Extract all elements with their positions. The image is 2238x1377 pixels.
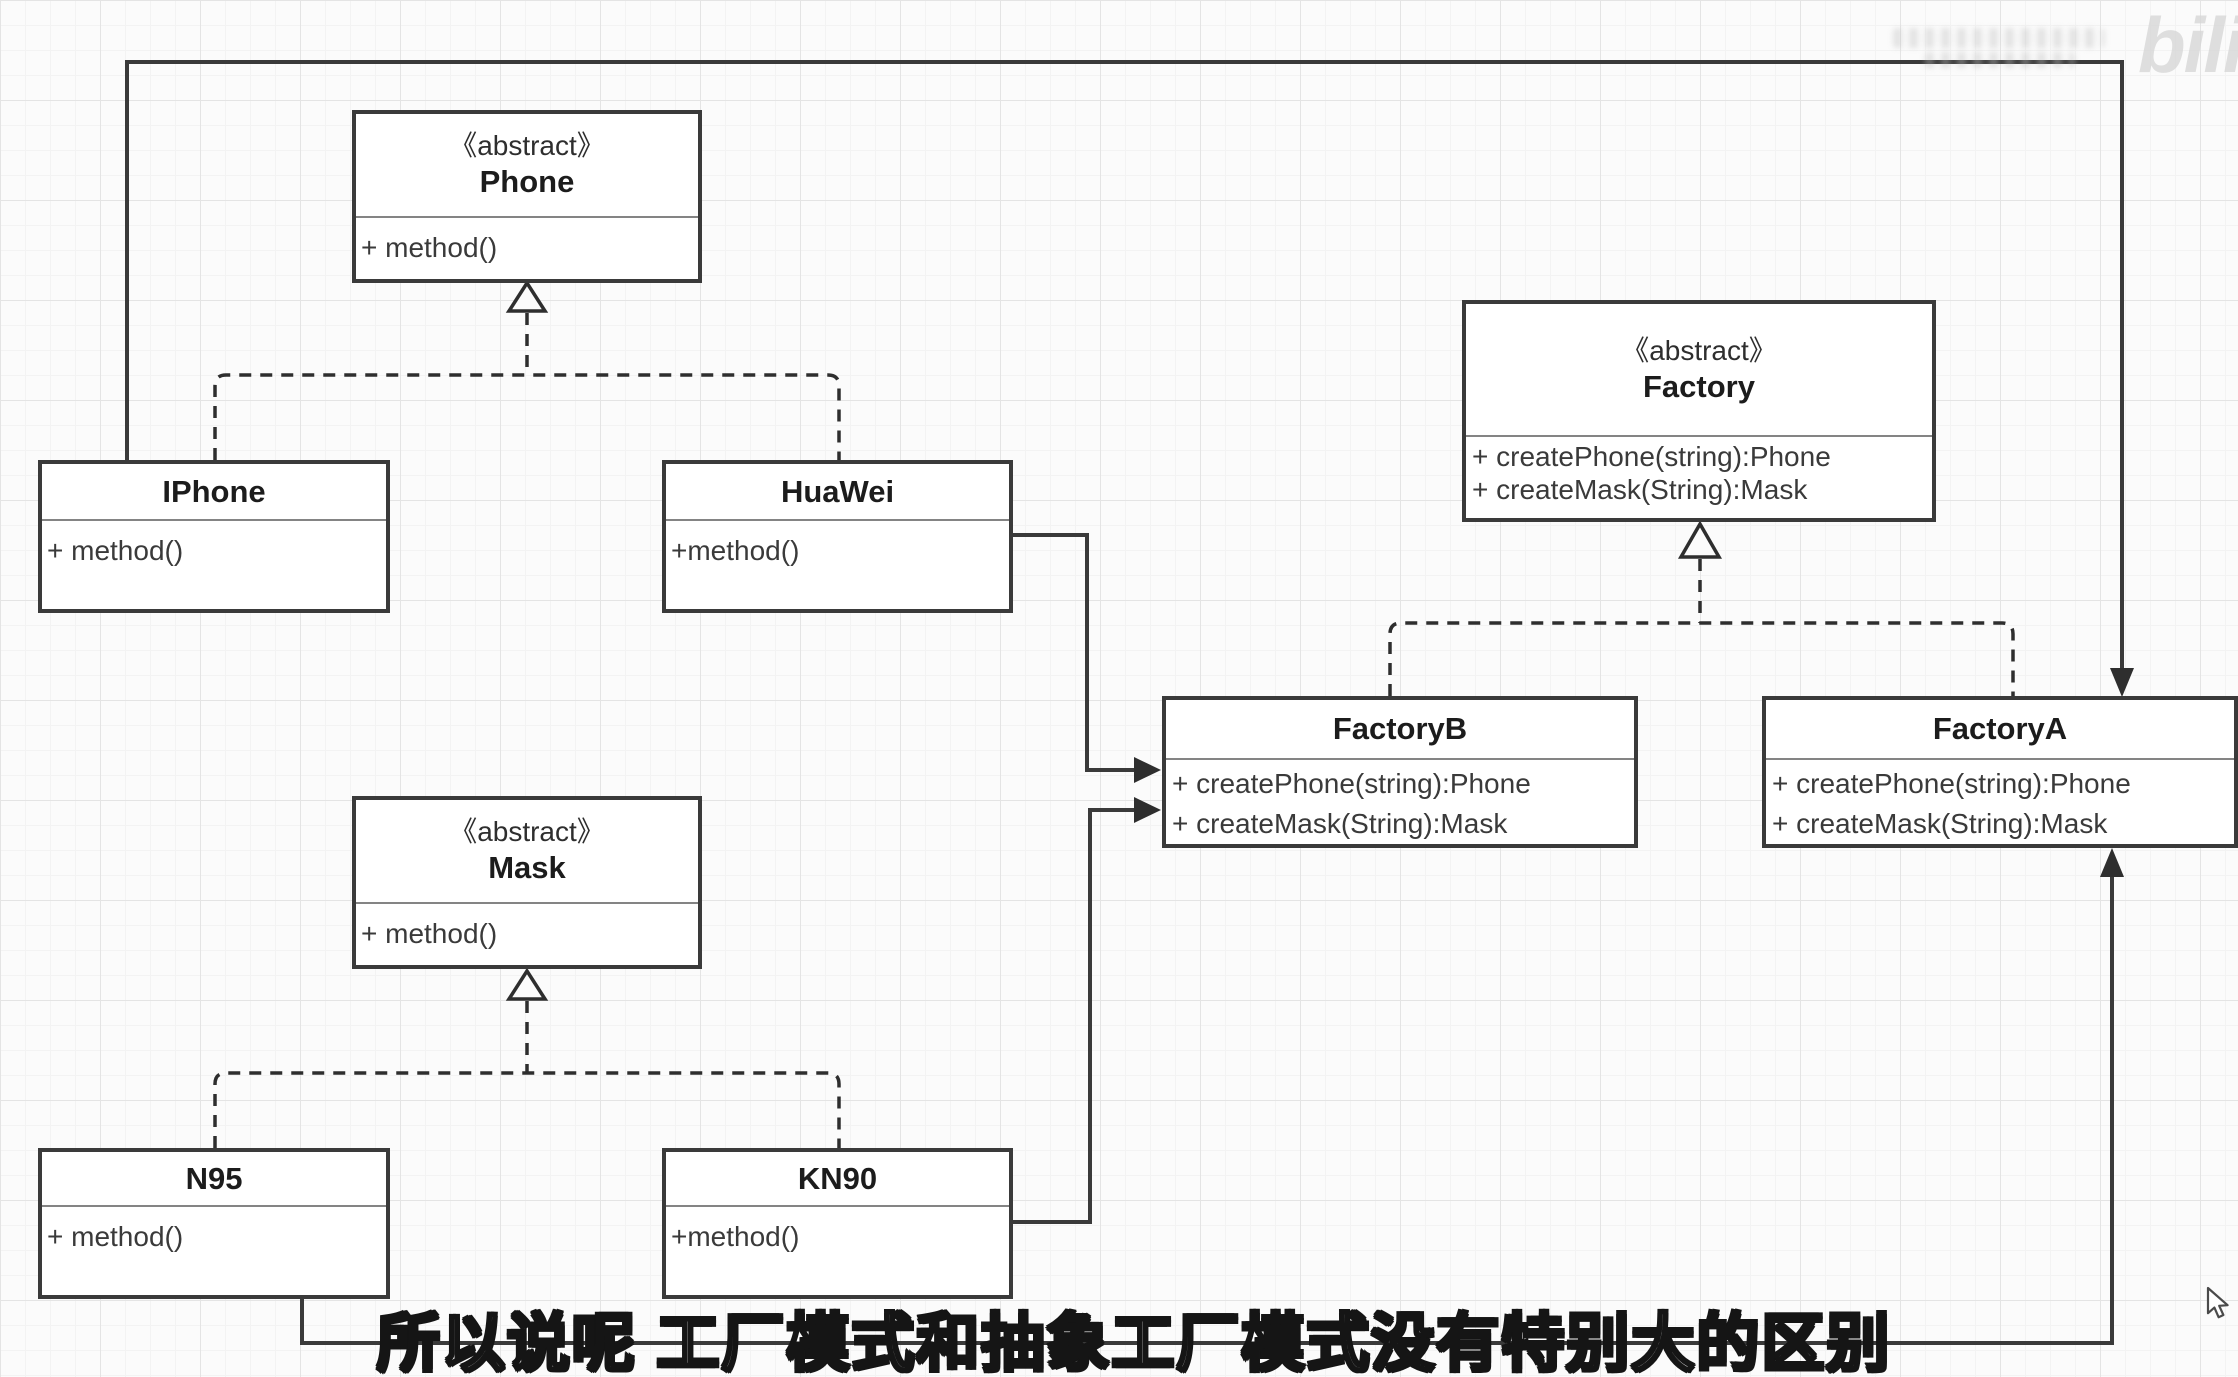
- edge-factory-children-branch: [1388, 621, 2015, 696]
- class-kn90[interactable]: KN90 +method(): [662, 1148, 1013, 1299]
- method-line: + createMask(String):Mask: [1772, 808, 2108, 839]
- class-mask-header: 《abstract》 Mask: [356, 800, 698, 904]
- class-factory-header: 《abstract》 Factory: [1466, 304, 1932, 437]
- method-line: + createPhone(string):Phone: [1172, 768, 1531, 799]
- class-factorya-header: FactoryA: [1766, 700, 2234, 760]
- hollow-triangle-phone: [505, 279, 549, 313]
- class-huawei-name: HuaWei: [780, 473, 895, 509]
- class-n95-header: N95: [42, 1152, 386, 1207]
- class-huawei[interactable]: HuaWei +method(): [662, 460, 1013, 613]
- method-line: +method(): [671, 535, 800, 566]
- class-huawei-header: HuaWei: [666, 464, 1009, 521]
- class-iphone-header: IPhone: [42, 464, 386, 521]
- mouse-cursor: [2206, 1286, 2229, 1319]
- class-iphone-name: IPhone: [162, 473, 266, 509]
- method-line: +method(): [671, 1221, 800, 1252]
- edge-phone-children-branch: [213, 373, 841, 460]
- edge-mask-children-branch: [213, 1071, 841, 1148]
- hollow-triangle-mask: [505, 967, 549, 1001]
- edge-kn90-factoryb: [1013, 808, 1136, 1224]
- class-phone-stereotype: 《abstract》: [449, 130, 605, 161]
- hollow-triangle-factory: [1677, 520, 1723, 559]
- class-kn90-header: KN90: [666, 1152, 1009, 1207]
- class-kn90-name: KN90: [797, 1160, 878, 1196]
- class-factorya-methods: + createPhone(string):Phone + createMask…: [1766, 760, 2234, 848]
- method-line: + createMask(String):Mask: [1472, 474, 1808, 505]
- class-factory-methods: + createPhone(string):Phone + createMask…: [1466, 437, 1932, 518]
- class-factorya[interactable]: FactoryA + createPhone(string):Phone + c…: [1762, 696, 2238, 848]
- method-line: + method(): [47, 1221, 184, 1252]
- uploader-watermark: [1925, 52, 2075, 68]
- method-line: + method(): [361, 918, 498, 949]
- class-n95-name: N95: [185, 1160, 243, 1196]
- class-iphone-methods: + method(): [42, 521, 386, 609]
- subtitle: 所以说呢 工厂模式和抽象工厂模式没有特别大的区别: [375, 1308, 1892, 1377]
- arrowhead-into-factoryb-upper: [1134, 757, 1161, 783]
- arrowhead-into-factoryb-lower: [1134, 797, 1161, 823]
- class-iphone[interactable]: IPhone + method(): [38, 460, 390, 613]
- class-factoryb-header: FactoryB: [1166, 700, 1634, 760]
- class-huawei-methods: +method(): [666, 521, 1009, 609]
- class-mask[interactable]: 《abstract》 Mask + method(): [352, 796, 702, 969]
- class-phone-methods: + method(): [356, 218, 698, 279]
- edge-huawei-factoryb: [1013, 533, 1136, 772]
- class-kn90-methods: +method(): [666, 1207, 1009, 1295]
- class-factorya-name: FactoryA: [1932, 711, 2068, 746]
- class-mask-stereotype: 《abstract》: [449, 816, 605, 847]
- edge-iphone-factorya: [125, 60, 2124, 670]
- uploader-watermark: [1893, 28, 2105, 48]
- method-line: + method(): [47, 535, 184, 566]
- class-mask-name: Mask: [488, 850, 566, 885]
- arrowhead-into-factorya-top: [2110, 668, 2134, 697]
- edge-n95-factorya: [300, 877, 2114, 1345]
- method-line: + createMask(String):Mask: [1172, 808, 1508, 839]
- class-factoryb-methods: + createPhone(string):Phone + createMask…: [1166, 760, 1634, 848]
- class-mask-methods: + method(): [356, 904, 698, 965]
- class-factoryb[interactable]: FactoryB + createPhone(string):Phone + c…: [1162, 696, 1638, 848]
- class-phone-header: 《abstract》 Phone: [356, 114, 698, 218]
- class-phone-name: Phone: [479, 164, 575, 199]
- class-factory-name: Factory: [1643, 368, 1755, 404]
- method-line: + method(): [361, 232, 498, 263]
- class-factoryb-name: FactoryB: [1332, 711, 1468, 746]
- class-n95-methods: + method(): [42, 1207, 386, 1295]
- bilibili-watermark-logo: bili: [2138, 1, 2238, 89]
- class-factory[interactable]: 《abstract》 Factory + createPhone(string)…: [1462, 300, 1936, 522]
- method-line: + createPhone(string):Phone: [1472, 441, 1831, 472]
- class-n95[interactable]: N95 + method(): [38, 1148, 390, 1299]
- arrowhead-into-factorya-bottom: [2100, 848, 2124, 877]
- method-line: + createPhone(string):Phone: [1772, 768, 2131, 799]
- class-factory-stereotype: 《abstract》: [1621, 334, 1777, 366]
- class-phone[interactable]: 《abstract》 Phone + method(): [352, 110, 702, 283]
